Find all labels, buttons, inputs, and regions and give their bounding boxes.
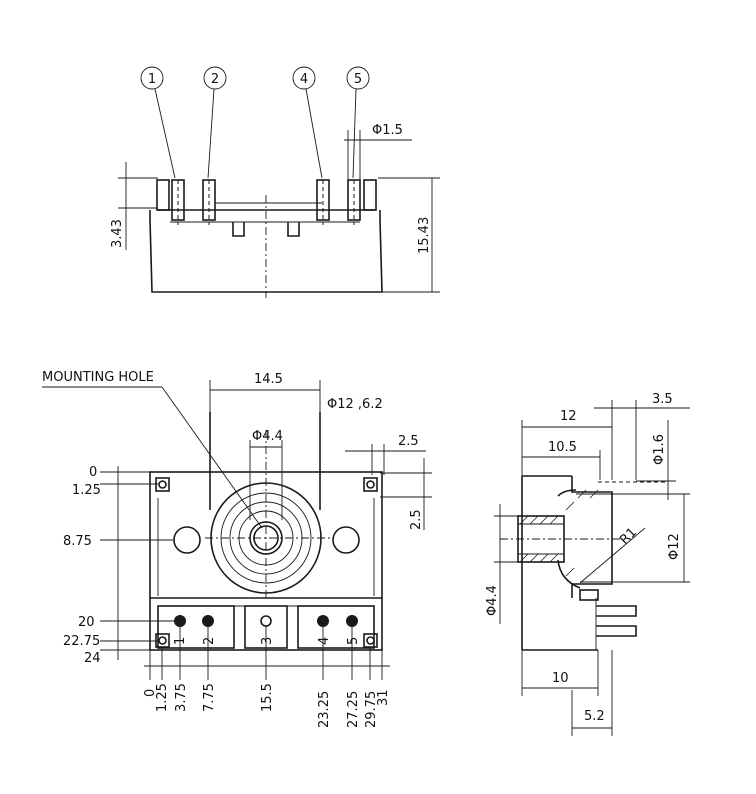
svg-text:1.25: 1.25 bbox=[72, 483, 101, 498]
svg-text:Φ12 ,6.2: Φ12 ,6.2 bbox=[327, 397, 383, 412]
front-y-dims: 0 1.25 8.75 20 22.75 24 bbox=[63, 465, 174, 666]
svg-text:5.2: 5.2 bbox=[584, 709, 605, 724]
svg-text:Φ4.4: Φ4.4 bbox=[252, 429, 283, 444]
svg-text:4: 4 bbox=[317, 637, 332, 645]
svg-text:7.75: 7.75 bbox=[202, 683, 217, 712]
svg-text:3.75: 3.75 bbox=[174, 683, 189, 712]
dim-15-43: 15.43 bbox=[378, 177, 440, 293]
svg-text:10.5: 10.5 bbox=[548, 440, 577, 455]
svg-text:20: 20 bbox=[78, 615, 95, 630]
dim-14-5: 14.5 Φ12 ,6.2 bbox=[209, 372, 383, 412]
callout-1: 1 bbox=[140, 66, 176, 179]
svg-text:29.75: 29.75 bbox=[364, 691, 379, 728]
top-view: 1 2 4 5 bbox=[110, 66, 440, 298]
dim-phi-4-4: Φ4.4 bbox=[249, 429, 283, 520]
svg-text:1.25: 1.25 bbox=[155, 683, 170, 712]
side-bottom-dims: 10 5.2 bbox=[521, 650, 613, 736]
svg-text:R1: R1 bbox=[617, 525, 640, 548]
svg-text:Φ12: Φ12 bbox=[667, 533, 682, 560]
svg-text:4: 4 bbox=[300, 72, 308, 87]
svg-text:8.75: 8.75 bbox=[63, 534, 92, 549]
dim-phi-1-5: Φ1.5 bbox=[344, 123, 412, 180]
svg-text:22.75: 22.75 bbox=[63, 634, 100, 649]
dim-phi-4-4-side: Φ4.4 bbox=[485, 504, 518, 624]
svg-text:5: 5 bbox=[354, 72, 362, 87]
svg-text:1: 1 bbox=[148, 72, 156, 87]
front-body: 1 2 3 4 5 bbox=[149, 412, 383, 651]
svg-text:0: 0 bbox=[143, 689, 158, 697]
svg-text:3.5: 3.5 bbox=[652, 392, 673, 407]
svg-text:0: 0 bbox=[89, 465, 97, 480]
svg-text:2.5: 2.5 bbox=[409, 509, 424, 530]
svg-text:10: 10 bbox=[552, 671, 569, 686]
side-top-dims: 3.5 12 10.5 bbox=[521, 392, 690, 480]
top-view-body bbox=[149, 179, 383, 298]
callout-4: 4 bbox=[292, 66, 323, 179]
svg-text:2: 2 bbox=[202, 637, 217, 645]
callout-2: 2 bbox=[203, 66, 227, 179]
svg-text:15.43: 15.43 bbox=[417, 217, 432, 254]
svg-text:2: 2 bbox=[211, 72, 219, 87]
front-x-dims: 0 1.25 3.75 7.75 15.5 23.25 27.25 29.75 … bbox=[143, 626, 391, 728]
mounting-hole-leader bbox=[161, 386, 263, 529]
dim-2-5: 2.5 2.5 bbox=[345, 434, 432, 530]
svg-text:Φ1.6: Φ1.6 bbox=[652, 434, 667, 465]
svg-text:23.25: 23.25 bbox=[317, 691, 332, 728]
svg-text:1: 1 bbox=[173, 637, 188, 645]
mounting-hole-label: MOUNTING HOLE bbox=[42, 370, 154, 385]
svg-text:Φ1.5: Φ1.5 bbox=[372, 123, 403, 138]
svg-text:24: 24 bbox=[84, 651, 101, 666]
svg-text:5: 5 bbox=[346, 637, 361, 645]
svg-text:3: 3 bbox=[260, 637, 275, 645]
svg-text:2.5: 2.5 bbox=[398, 434, 419, 449]
svg-text:Φ4.4: Φ4.4 bbox=[485, 585, 500, 616]
svg-text:15.5: 15.5 bbox=[260, 683, 275, 712]
side-body bbox=[500, 475, 666, 651]
dim-phi-1-6: Φ1.6 bbox=[636, 420, 676, 500]
side-view: 3.5 12 10.5 Φ1.6 Φ12 bbox=[485, 392, 690, 736]
svg-text:14.5: 14.5 bbox=[254, 372, 283, 387]
front-view: MOUNTING HOLE 14.5 Φ12 ,6.2 Φ4.4 2.5 bbox=[42, 370, 432, 728]
callout-5: 5 bbox=[346, 66, 370, 179]
dim-phi-12: Φ12 bbox=[612, 493, 690, 583]
svg-text:12: 12 bbox=[560, 409, 577, 424]
svg-text:3.43: 3.43 bbox=[110, 219, 125, 248]
svg-text:27.25: 27.25 bbox=[346, 691, 361, 728]
dim-3-43: 3.43 bbox=[110, 162, 158, 250]
svg-text:31: 31 bbox=[376, 689, 391, 706]
